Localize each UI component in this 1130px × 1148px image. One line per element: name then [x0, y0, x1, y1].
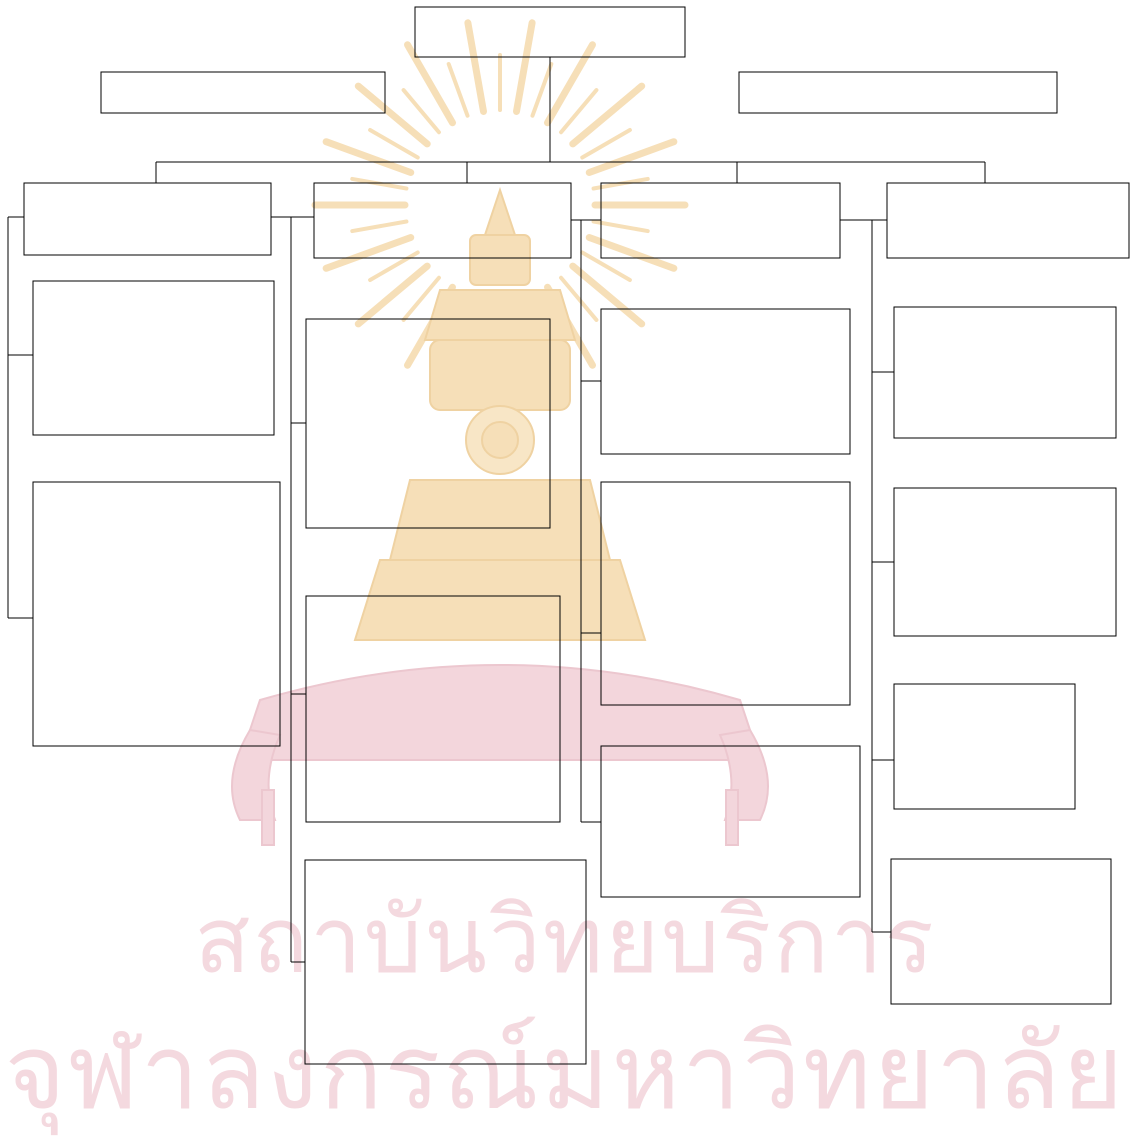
side-box-left	[101, 72, 385, 113]
column-3-head	[601, 183, 840, 258]
column-1-head	[24, 183, 271, 255]
column-3-child-2	[601, 482, 850, 705]
connector-lines	[8, 57, 985, 962]
column-4-child-1	[894, 307, 1116, 438]
column-3-child-3	[601, 746, 860, 897]
column-4-head	[887, 183, 1129, 258]
column-2-head	[314, 183, 571, 258]
column-4-child-3	[894, 684, 1075, 809]
root-box	[415, 7, 685, 57]
column-1-child-2	[33, 482, 280, 746]
side-box-right	[739, 72, 1057, 113]
column-2-child-1	[306, 319, 550, 528]
column-4-child-4	[891, 859, 1111, 1004]
column-2-child-3	[305, 860, 586, 1064]
column-2-child-2	[306, 596, 560, 822]
column-3-child-1	[601, 309, 850, 454]
column-4-child-2	[894, 488, 1116, 636]
column-1-child-1	[33, 281, 274, 435]
